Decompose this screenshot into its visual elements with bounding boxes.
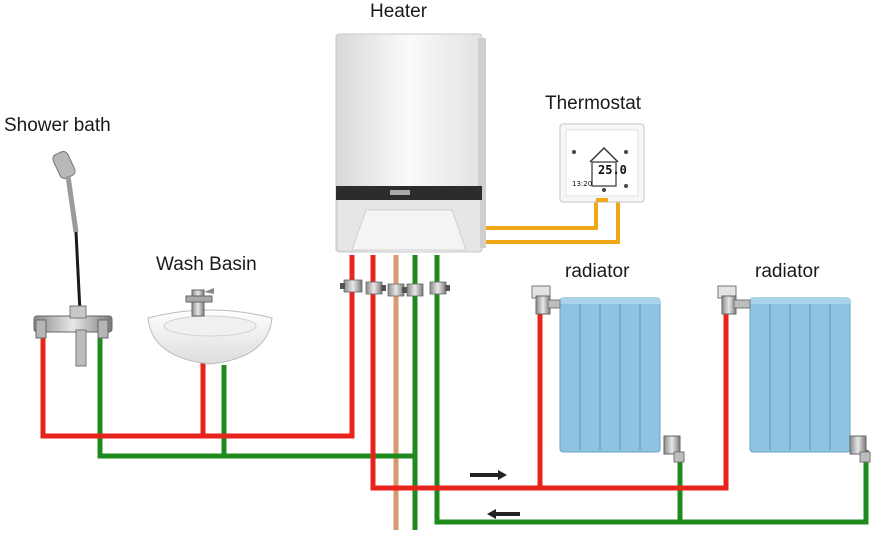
heater-icon — [335, 33, 486, 297]
heater-label: Heater — [370, 1, 428, 22]
control-wire — [458, 200, 620, 244]
cold-water-pipe — [97, 255, 869, 530]
wash-basin-label: Wash Basin — [156, 254, 257, 275]
shower-bath-label: Shower bath — [4, 115, 111, 136]
thermostat-label: Thermostat — [545, 93, 642, 114]
hot-water-pipe — [40, 255, 729, 491]
radiator-2-label: radiator — [755, 261, 820, 282]
thermostat-time: 13:20 — [572, 180, 592, 188]
radiator-1-label: radiator — [565, 261, 630, 282]
flow-arrow-left — [487, 509, 520, 519]
thermostat-icon: 25.0 13:20 — [559, 123, 645, 203]
thermostat-temperature: 25.0 — [598, 163, 627, 177]
flow-arrow-right — [470, 470, 507, 480]
radiator-2-icon — [717, 285, 871, 463]
radiator-1-icon — [531, 285, 685, 463]
shower-icon — [33, 150, 113, 367]
wash-basin-icon — [147, 288, 273, 365]
